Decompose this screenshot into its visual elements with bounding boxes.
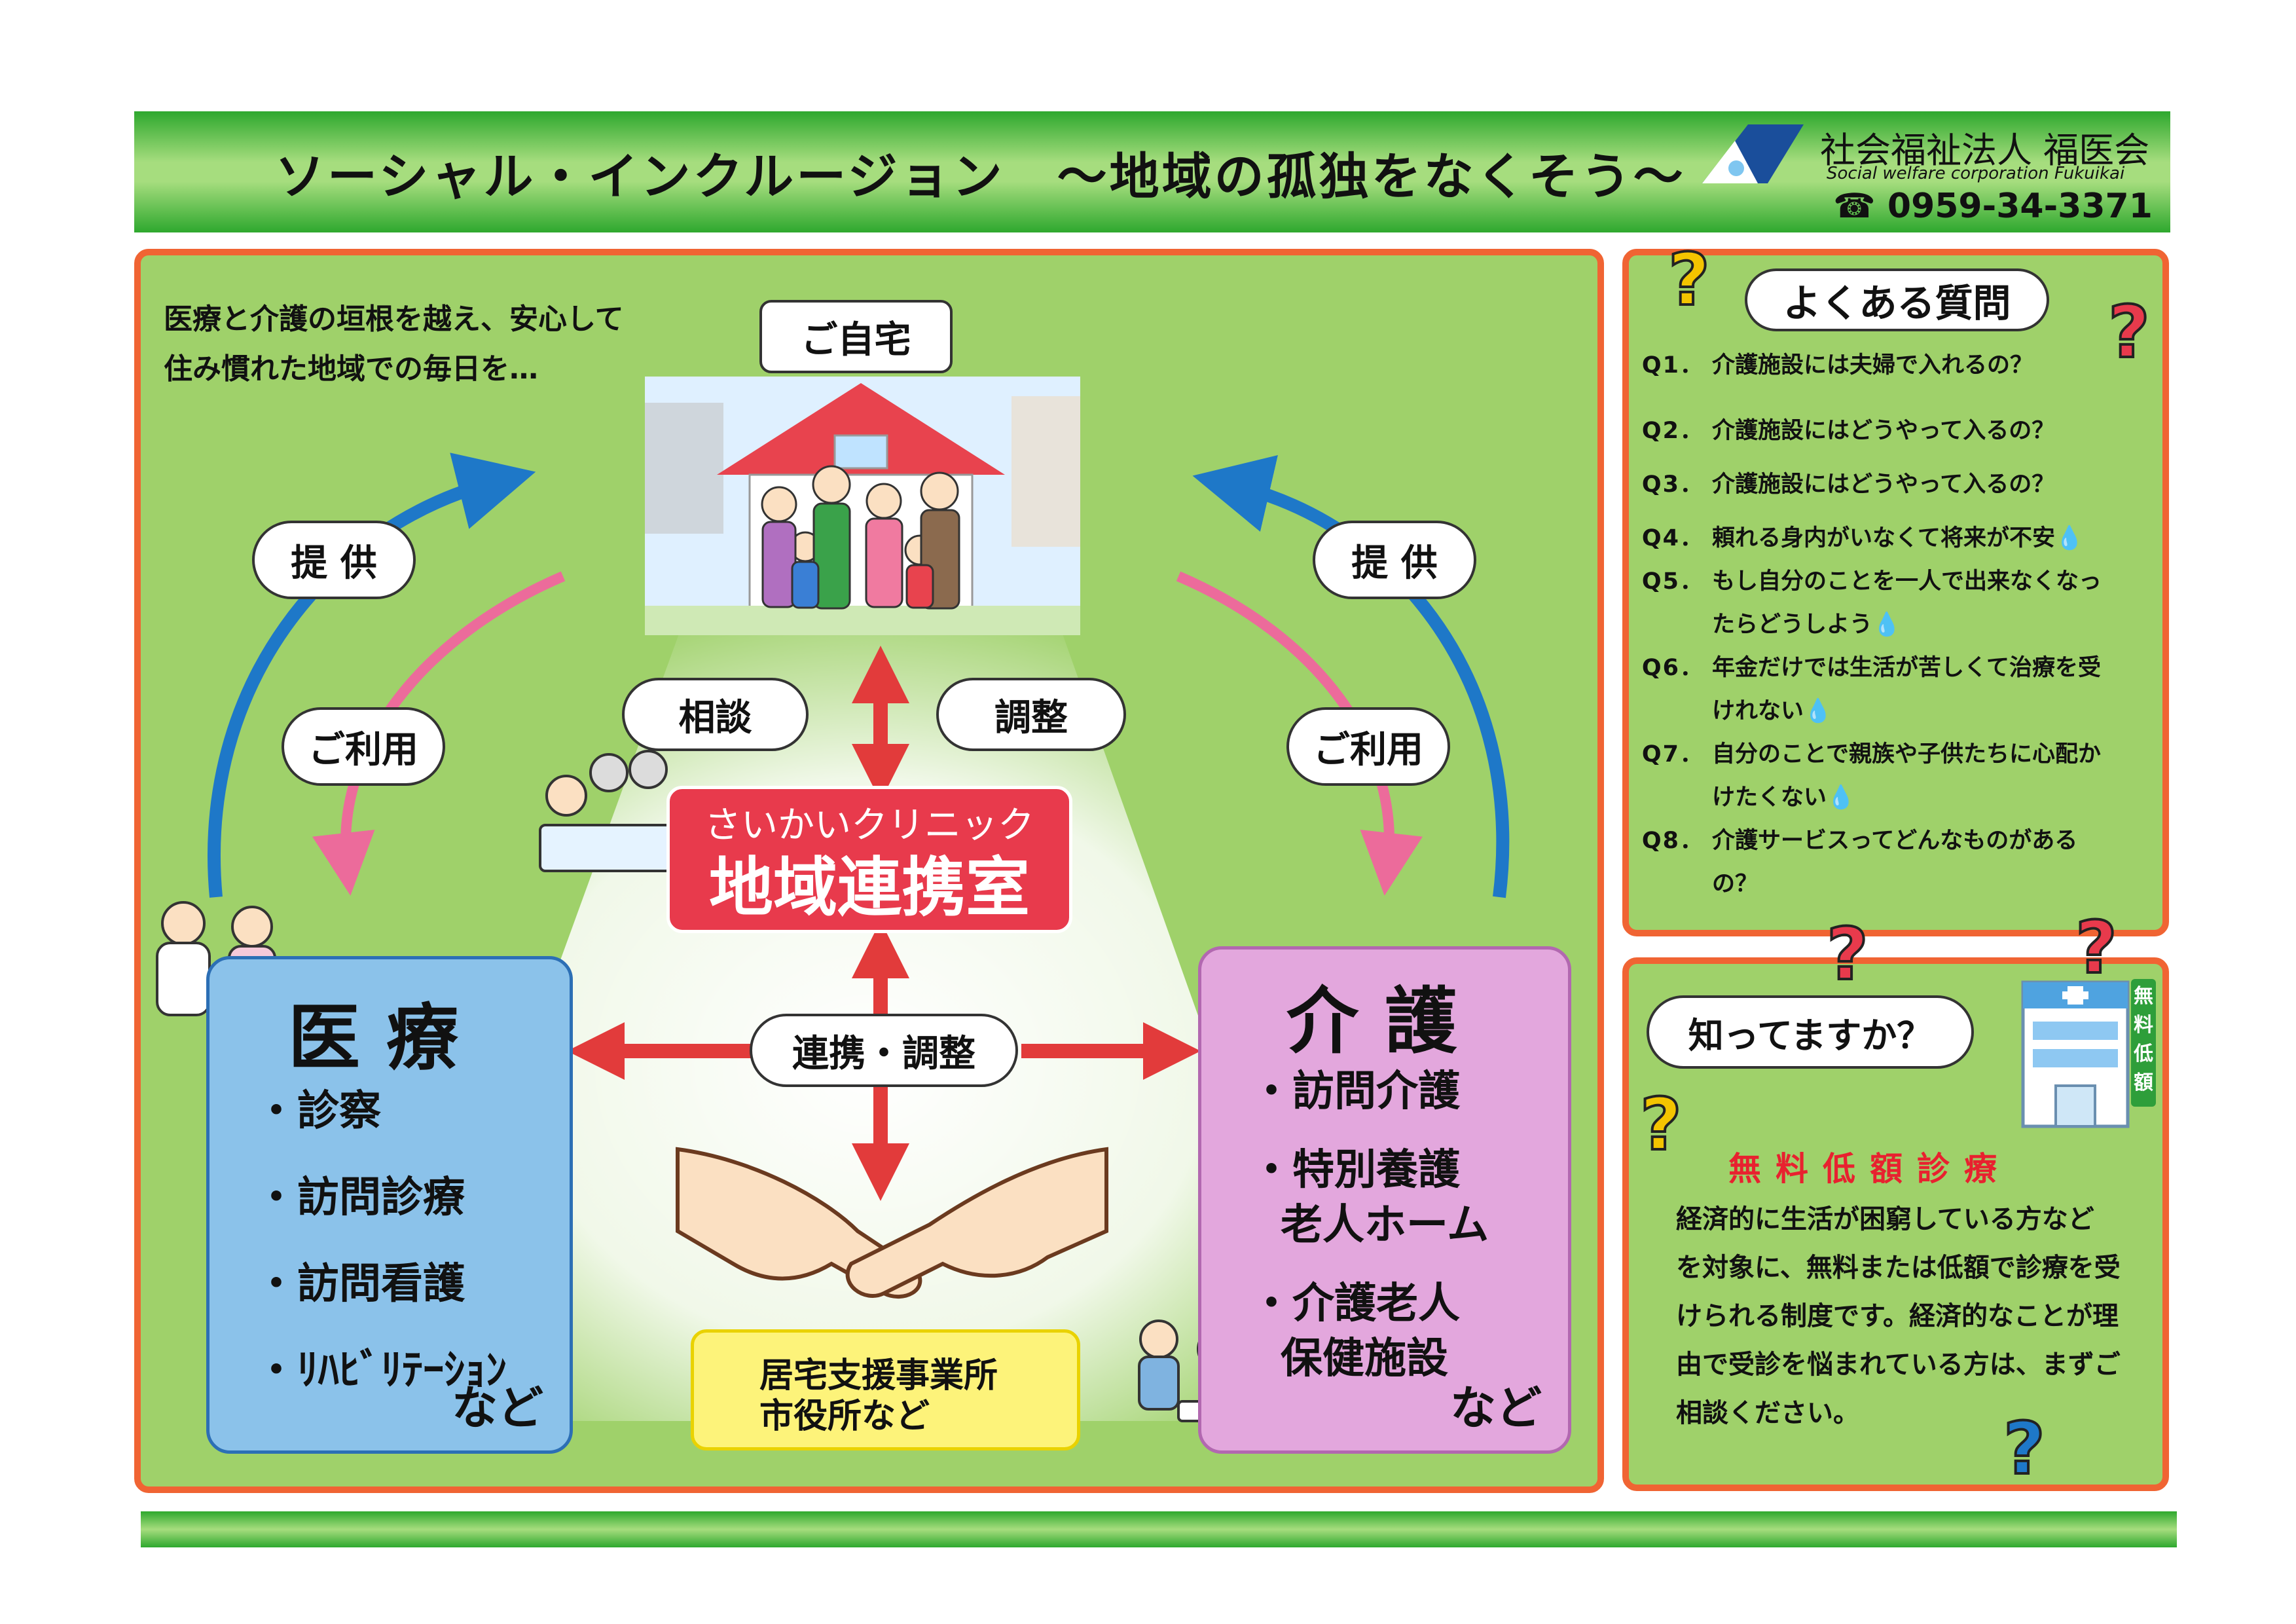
- provide-arrow-right: [1192, 455, 1510, 898]
- faq-question: 年金だけでは生活が苦しくて治療を受 けれない💧: [1712, 655, 2101, 724]
- faq-question: 介護施設にはどうやって入るの？: [1712, 418, 2055, 444]
- faq-question: 頼れる身内がいなくて将来が不安💧: [1712, 525, 2084, 551]
- phone-icon: ☎: [1833, 187, 1876, 226]
- logo-icon: [1702, 124, 1804, 183]
- free-clinic-description: 経済的に生活が困窮している方など を対象に、無料または低額で診療を受 けられる制…: [1676, 1195, 2121, 1437]
- faq-question: 介護施設にはどうやって入るの？: [1712, 471, 2055, 498]
- adjust-label: 調整: [936, 678, 1126, 751]
- coordinate-label: 連携・調整: [750, 1014, 1018, 1087]
- home-family-illustration: [645, 377, 1080, 635]
- faq-item: Q8． 介護サービスってどんなものがある の？: [1627, 819, 2164, 906]
- svg-text:?: ?: [2108, 290, 2150, 374]
- faq-question: もし自分のことを一人で出来なくなっ たらどうしよう💧: [1712, 568, 2102, 638]
- faq-number: Q6．: [1641, 655, 1704, 681]
- org-name-en: Social welfare corporation Fukuikai: [1827, 164, 2125, 183]
- faq-number: Q5．: [1641, 568, 1704, 595]
- svg-text:?: ?: [2075, 906, 2117, 989]
- use-arrow-right: [1176, 571, 1423, 896]
- provide-label-left: 提 供: [252, 521, 416, 599]
- use-arrow-left: [312, 571, 566, 896]
- phone-text: 0959-34-3371: [1887, 187, 2153, 226]
- question-mark-icons: ? ? ? ? ? ?: [1639, 236, 2151, 1492]
- description-line: を対象に、無料または低額で診療を受: [1676, 1253, 2121, 1283]
- faq-number: Q3．: [1641, 471, 1704, 498]
- medical-box: 医療 ・診察 ・訪問診療 ・訪問看護 ・ﾘﾊﾋﾞﾘﾃｰｼｮﾝ など: [206, 956, 573, 1454]
- description-line: 経済的に生活が困窮している方など: [1676, 1204, 2094, 1234]
- faq-list: Q1． 介護施設には夫婦で入れるの？ Q2． 介護施設にはどうやって入るの？ Q3．…: [1627, 344, 2164, 906]
- faq-question: 自分のことで親族や子供たちに心配か けたくない💧: [1712, 741, 2101, 811]
- clinic-box: さいかいクリニック 地域連携室: [666, 786, 1072, 933]
- free-clinic-title: 無料低額診療: [1728, 1150, 2011, 1188]
- provide-label-right: 提 供: [1313, 521, 1476, 599]
- description-line: 相談ください。: [1676, 1398, 1859, 1428]
- faq-number: Q4．: [1641, 525, 1704, 551]
- faq-item: Q3． 介護施設にはどうやって入るの？: [1627, 463, 2164, 506]
- faq-question: 介護施設には夫婦で入れるの？: [1712, 352, 2033, 378]
- medical-title: 医療: [288, 996, 484, 1080]
- consultation-illustration: [539, 750, 672, 872]
- support-box: 居宅支援事業所 市役所など: [691, 1329, 1080, 1450]
- faq-item: Q1． 介護施設には夫婦で入れるの？: [1627, 344, 2164, 387]
- medical-etc: など: [452, 1381, 543, 1435]
- care-title: 介護: [1286, 980, 1483, 1063]
- faq-question: 介護サービスってどんなものがある の？: [1712, 828, 2078, 897]
- page-title: ソーシャル・インクルージョン ～地域の孤独をなくそう～: [275, 147, 1686, 206]
- medical-item: ・訪問診療: [255, 1173, 465, 1222]
- support-line: 市役所など: [759, 1397, 930, 1436]
- clinic-name: さいかいクリニック: [704, 804, 1034, 847]
- faq-number: Q1．: [1641, 352, 1704, 378]
- hospital-icon: [2021, 979, 2156, 1128]
- intro-line: 住み慣れた地域での毎日を…: [164, 352, 538, 386]
- use-label-right: ご利用: [1286, 707, 1450, 786]
- medical-item: ・ﾘﾊﾋﾞﾘﾃｰｼｮﾝ: [255, 1346, 507, 1395]
- support-line: 居宅支援事業所: [759, 1356, 998, 1395]
- clinic-department: 地域連携室: [708, 851, 1030, 925]
- faq-number: Q7．: [1641, 741, 1704, 767]
- home-label: ご自宅: [759, 300, 953, 373]
- org-name: 社会福祉法人 福医会: [1820, 130, 2150, 171]
- medical-item: ・診察: [255, 1087, 381, 1135]
- svg-text:?: ?: [2003, 1407, 2045, 1490]
- consult-label: 相談: [622, 678, 809, 751]
- care-item: ・訪問介護: [1250, 1067, 1460, 1116]
- svg-text:?: ?: [1827, 912, 1868, 996]
- did-you-know-label: 知ってますか？: [1647, 995, 1974, 1069]
- description-line: 由で受診を悩まれている方は、まずご: [1676, 1350, 2121, 1380]
- faq-item: Q4． 頼れる身内がいなくて将来が不安💧: [1627, 517, 2164, 560]
- use-label-left: ご利用: [282, 707, 445, 786]
- care-list: ・訪問介護 ・特別養護 老人ホーム ・介護老人 保健施設: [1250, 1064, 1489, 1386]
- footer-bar: [141, 1511, 2177, 1547]
- intro-line: 医療と介護の垣根を越え、安心して: [164, 303, 624, 336]
- svg-text:?: ?: [1668, 238, 1710, 322]
- care-item-cont: 老人ホーム: [1281, 1201, 1489, 1249]
- intro-text: 医療と介護の垣根を越え、安心して 住み慣れた地域での毎日を…: [164, 295, 624, 394]
- description-line: けられる制度です。経済的なことが理: [1676, 1301, 2119, 1331]
- faq-heading: よくある質問: [1745, 268, 2049, 331]
- care-etc: など: [1450, 1381, 1542, 1435]
- faq-item: Q5． もし自分のことを一人で出来なくなっ たらどうしよう💧: [1627, 560, 2164, 646]
- medical-item: ・訪問看護: [255, 1260, 465, 1308]
- free-badge: 無料低額: [2134, 985, 2153, 1094]
- faq-item: Q7． 自分のことで親族や子供たちに心配か けたくない💧: [1627, 733, 2164, 819]
- faq-number: Q8．: [1641, 828, 1704, 854]
- care-item: ・特別養護: [1250, 1146, 1460, 1194]
- handshake-illustration: [676, 1147, 1108, 1299]
- care-item: ・介護老人: [1250, 1280, 1460, 1328]
- faq-item: Q2． 介護施設にはどうやって入るの？: [1627, 409, 2164, 452]
- provide-arrow-left: [208, 452, 536, 898]
- faq-number: Q2．: [1641, 418, 1704, 444]
- medical-list: ・診察 ・訪問診療 ・訪問看護 ・ﾘﾊﾋﾞﾘﾃｰｼｮﾝ: [255, 1084, 507, 1398]
- faq-panel: [1622, 249, 2169, 936]
- header-bar: [134, 111, 2170, 232]
- faq-item: Q6． 年金だけでは生活が苦しくて治療を受 けれない💧: [1627, 646, 2164, 733]
- care-item-cont: 保健施設: [1281, 1335, 1448, 1383]
- svg-text:?: ?: [1640, 1082, 1682, 1166]
- phone-number: ☎ 0959-34-3371: [1833, 187, 2153, 226]
- care-box: 介護 ・訪問介護 ・特別養護 老人ホーム ・介護老人 保健施設 など: [1198, 946, 1571, 1454]
